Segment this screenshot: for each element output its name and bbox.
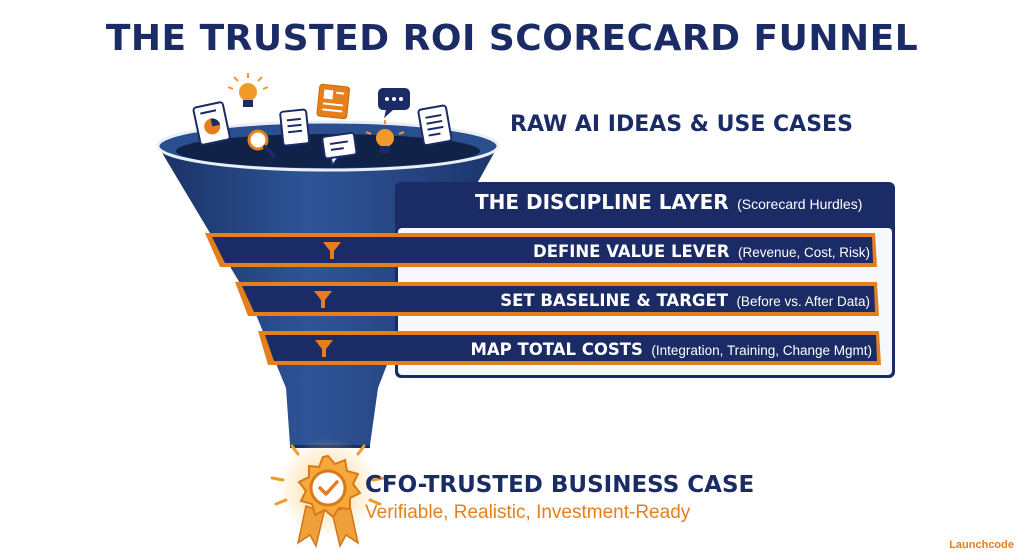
step-3: MAP TOTAL COSTS (Integration, Training, … (440, 340, 872, 360)
lightbulb-icon (227, 73, 269, 107)
award-badge-icon (270, 438, 386, 549)
document-lines-icon (417, 104, 453, 146)
step-band (235, 282, 879, 316)
step-band (205, 233, 877, 267)
step-title: MAP TOTAL COSTS (470, 340, 643, 359)
lightbulb-icon (365, 120, 405, 153)
output-title: CFO-TRUSTED BUSINESS CASE (365, 472, 755, 498)
funnel-icon (315, 340, 333, 357)
brand-logo: Launchcode (949, 539, 1014, 551)
step-1: DEFINE VALUE LEVER (Revenue, Cost, Risk) (450, 242, 870, 262)
funnel-icon (323, 242, 341, 259)
step-title: DEFINE VALUE LEVER (533, 242, 730, 261)
article-icon (316, 83, 351, 120)
document-chart-icon (192, 101, 231, 146)
page-title: THE TRUSTED ROI SCORECARD FUNNEL (105, 18, 919, 59)
step-detail: (Before vs. After Data) (736, 294, 870, 309)
document-icon (279, 108, 311, 147)
magnifier-icon (247, 129, 276, 158)
step-detail: (Revenue, Cost, Risk) (737, 245, 870, 260)
discipline-subtitle: (Scorecard Hurdles) (737, 196, 863, 212)
output-subtitle: Verifiable, Realistic, Investment-Ready (365, 502, 691, 523)
discipline-title: THE DISCIPLINE LAYER (475, 190, 729, 214)
input-label: RAW AI IDEAS & USE CASES (510, 112, 853, 137)
chat-bubble-icon (378, 88, 410, 118)
discipline-header: THE DISCIPLINE LAYER (Scorecard Hurdles) (475, 190, 895, 214)
funnel-icon (314, 291, 332, 308)
comment-icon (321, 131, 358, 169)
step-detail: (Integration, Training, Change Mgmt) (651, 343, 872, 358)
step-2: SET BASELINE & TARGET (Before vs. After … (440, 291, 870, 311)
step-band (258, 331, 881, 365)
step-title: SET BASELINE & TARGET (500, 291, 728, 310)
